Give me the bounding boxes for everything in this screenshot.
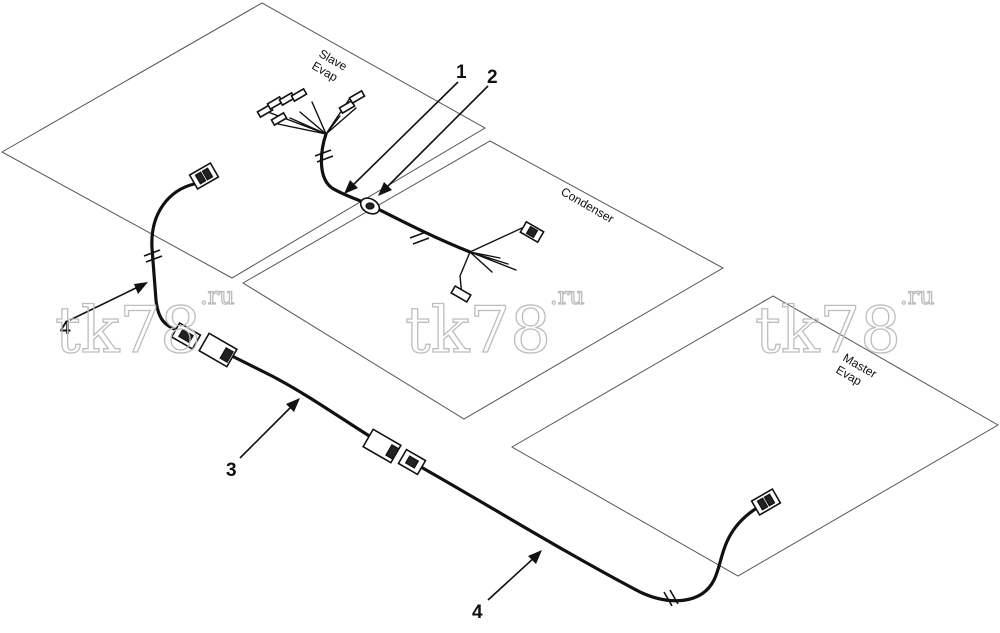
watermark-left-main: tk78 (55, 294, 201, 368)
harness-main (143, 161, 782, 607)
leader-2 (383, 85, 489, 191)
watermark-right-suffix: .ru (900, 282, 935, 310)
callout-4-left: 4 (60, 318, 71, 339)
grommet-core (365, 202, 375, 210)
watermark-left-suffix: .ru (200, 282, 235, 310)
callout-2: 2 (487, 67, 498, 88)
callout-4-bottom: 4 (472, 602, 483, 623)
connector-middle-b (397, 448, 427, 476)
wire-harness-3 (218, 348, 384, 446)
slave-terminals (256, 87, 366, 127)
leader-1 (349, 81, 459, 189)
condenser-panel (242, 140, 725, 420)
slave-fanout-wires (267, 97, 357, 135)
condenser-fanout-wires (459, 227, 523, 297)
watermark-left: tk78 .ru (54, 281, 235, 368)
slave-evap-panel (0, 2, 487, 279)
connector-middle-a (362, 428, 402, 464)
wire-harness-4 (410, 460, 762, 603)
break-mark-slave (314, 149, 334, 163)
callout-3: 3 (226, 460, 237, 481)
connector-master (750, 487, 782, 517)
wire-left-branch (150, 182, 196, 332)
watermark-center: tk78 .ru (404, 281, 585, 368)
watermark-right-main: tk78 (755, 294, 901, 368)
callout-1: 1 (456, 62, 467, 83)
master-evap-panel (510, 295, 1000, 577)
connector-left-a (170, 321, 202, 351)
condenser-connector (519, 220, 545, 244)
leader-3 (239, 403, 295, 459)
harness-slave-to-condenser (256, 87, 545, 304)
watermark-center-main: tk78 (405, 294, 551, 368)
watermark-right: tk78 .ru (754, 281, 935, 368)
leader-4-left (69, 285, 141, 321)
break-mark-bottom (663, 589, 679, 607)
connector-top-left (188, 161, 220, 191)
leader-4-bottom (487, 555, 537, 601)
connector-left-b (198, 332, 238, 368)
condenser-sensor (450, 284, 472, 304)
watermark-center-suffix: .ru (550, 282, 585, 310)
callout-leaders (69, 81, 542, 601)
break-mark-condenser (409, 231, 430, 245)
break-mark-left (143, 249, 163, 263)
